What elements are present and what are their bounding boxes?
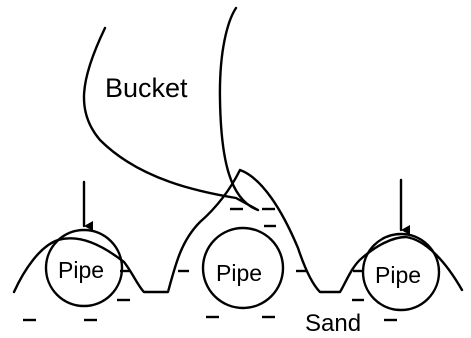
bucket-outline [82,6,260,212]
sand-label: Sand [305,310,361,337]
pipe-right-label: Pipe [375,262,421,288]
minus-marks [23,207,397,322]
pipe-center [201,226,285,310]
bucket-label: Bucket [105,73,188,103]
pipe-center-label: Pipe [216,260,262,286]
sand-surface [12,168,464,294]
pipe-left-label: Pipe [58,257,104,283]
